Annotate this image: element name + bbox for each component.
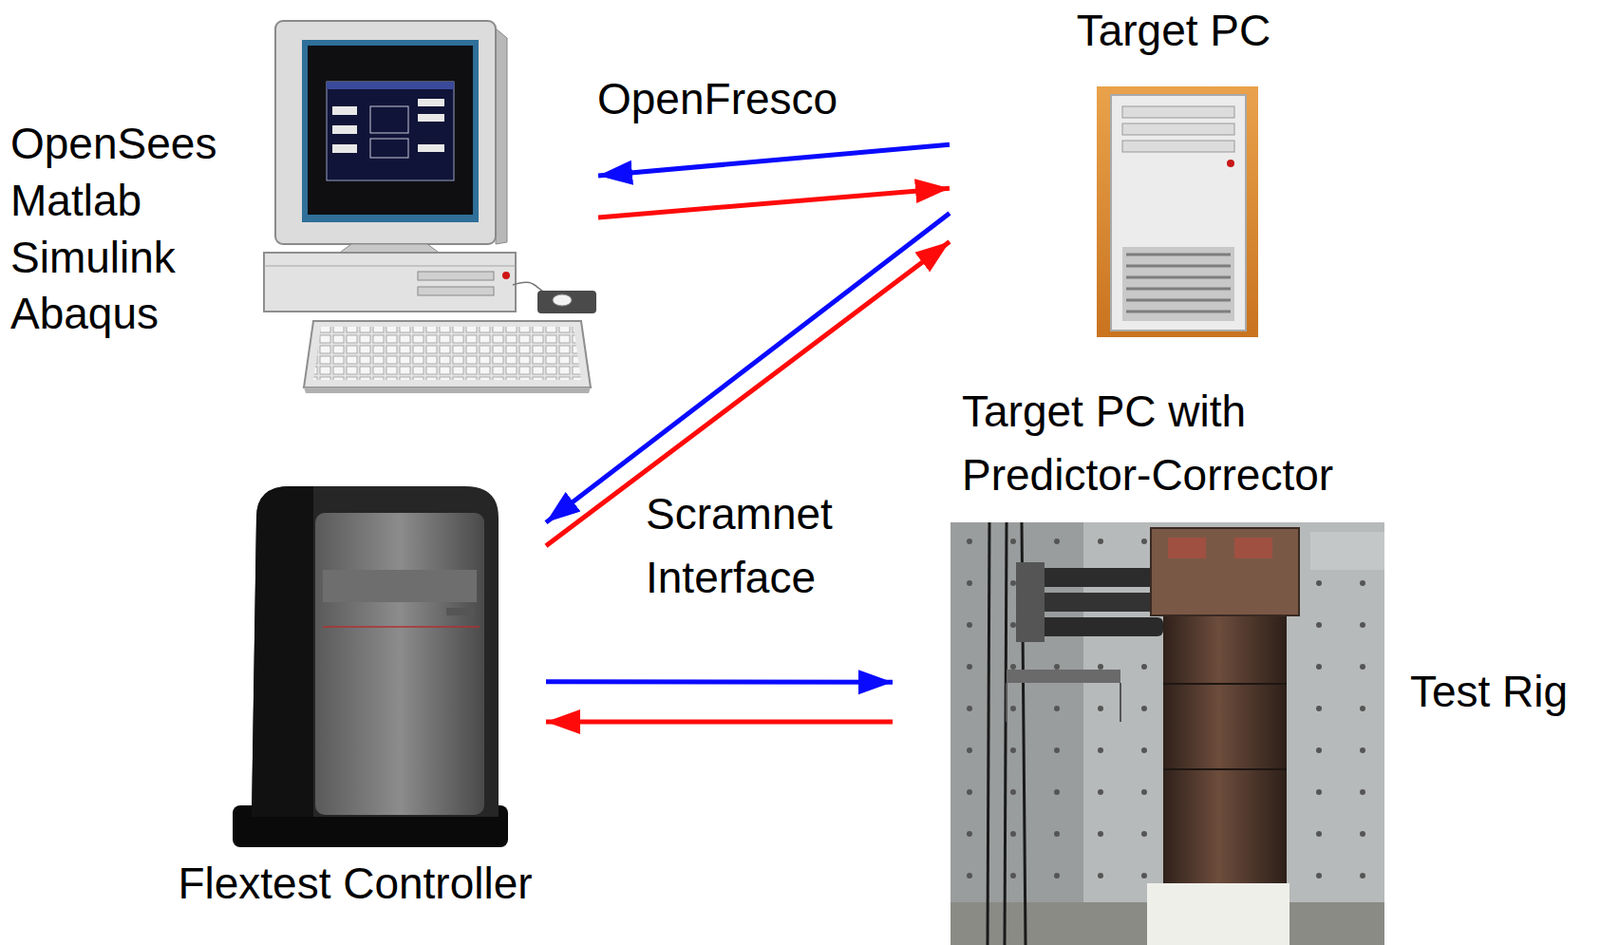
node-label: Test Rig [1410,666,1568,717]
controller-node: Flextest Controller [170,479,546,931]
edge-label: Scramnet Interface [642,482,836,609]
signal-arrow [545,678,893,684]
workstation-node: OpenSees Matlab Simulink Abaqus [6,18,599,399]
signal-arrow [545,719,893,725]
target-pc-node: Target PC [949,3,1278,342]
test-rig-node: Test Rig [892,522,1577,945]
signal-arrow [598,144,950,176]
signal-arrow [598,188,950,218]
node-label: Flextest Controller [177,858,532,909]
node-label: Target PC [1076,5,1272,57]
test-rig-photo [950,522,1385,945]
target-pc-illustration [1096,86,1259,338]
edge-label: OpenFresco [594,74,841,125]
node-label: OpenSees Matlab Simulink Abaqus [10,115,217,343]
flextest-illustration [232,486,509,848]
workstation-illustration [263,20,597,394]
free-label: Target PC with Predictor-Corrector [961,379,1399,507]
signal-arrow [545,213,950,524]
